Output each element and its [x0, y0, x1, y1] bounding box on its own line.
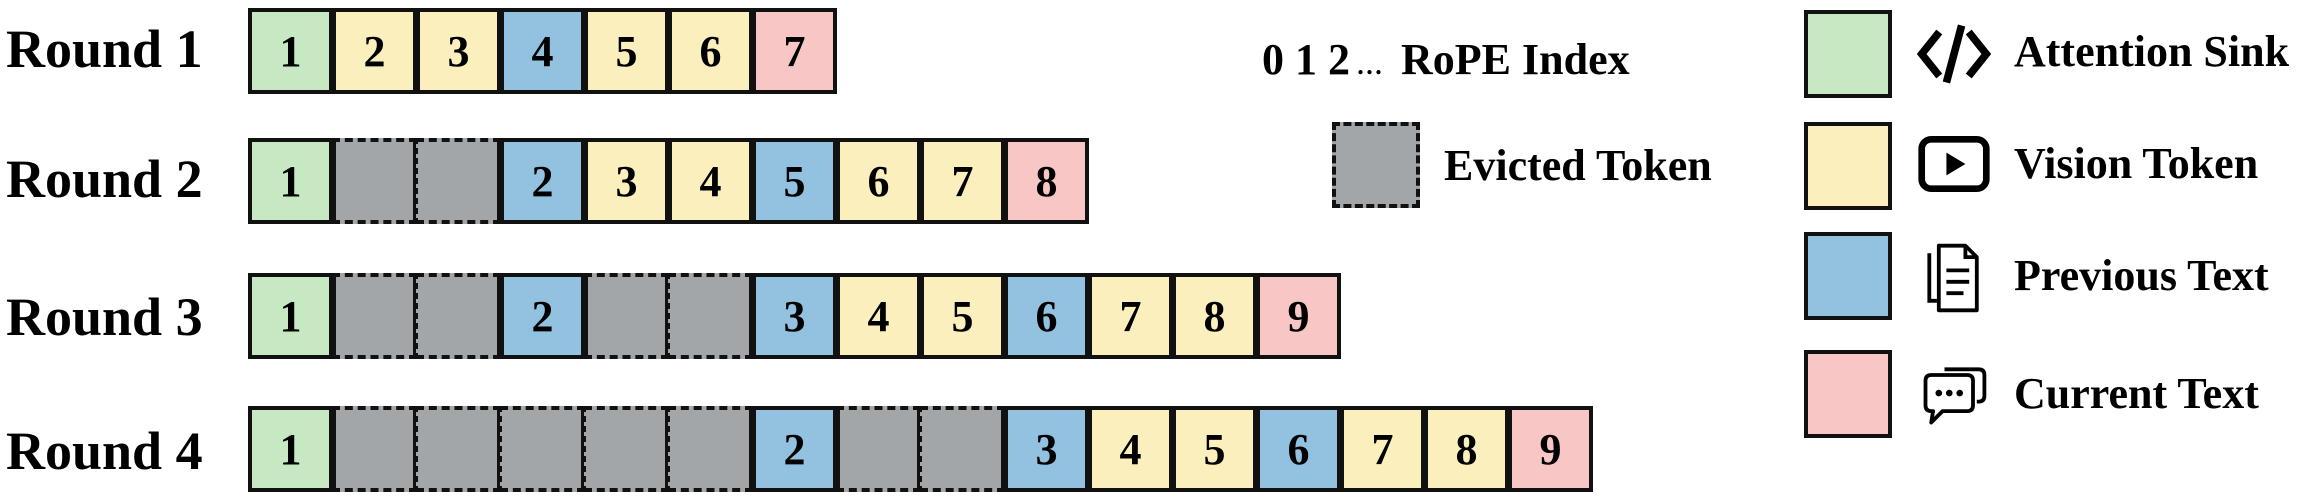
evicted-token — [500, 406, 585, 492]
evicted-token — [416, 273, 501, 359]
prev-token: 6 — [1256, 406, 1341, 492]
prev-token: 2 — [500, 273, 585, 359]
vision-token: 4 — [668, 138, 753, 224]
prev-token: 6 — [1004, 273, 1089, 359]
vision-token: 4 — [836, 273, 921, 359]
vision-token: 5 — [1172, 406, 1257, 492]
sink-token: 1 — [248, 406, 333, 492]
current-text-label: Current Text — [2014, 369, 2259, 418]
vision-token: 7 — [1088, 273, 1173, 359]
prev-token: 2 — [752, 406, 837, 492]
previous-text-label: Previous Text — [2014, 251, 2269, 300]
sink-token: 1 — [248, 8, 333, 94]
vision-token-swatch — [1804, 122, 1892, 210]
evicted-token — [920, 406, 1005, 492]
attention-sink-label: Attention Sink — [2014, 27, 2290, 76]
vision-token: 5 — [920, 273, 1005, 359]
vision-token: 4 — [1088, 406, 1173, 492]
rope-index-legend: 0 1 2... RoPE Index — [1262, 34, 1630, 85]
round-4-label: Round 4 — [6, 421, 203, 481]
vision-token: 8 — [1424, 406, 1509, 492]
evicted-token — [584, 406, 669, 492]
evicted-token — [668, 273, 753, 359]
evicted-token — [416, 138, 501, 224]
prev-token: 3 — [752, 273, 837, 359]
vision-token: 7 — [1340, 406, 1425, 492]
rope-index-digits: 0 1 2 — [1262, 35, 1350, 84]
round-2-label: Round 2 — [6, 149, 203, 209]
vision-token: 7 — [920, 138, 1005, 224]
current-token: 9 — [1256, 273, 1341, 359]
evicted-token — [668, 406, 753, 492]
vision-token-label: Vision Token — [2014, 139, 2259, 188]
rope-index-ellipsis: ... — [1356, 42, 1383, 82]
current-text-swatch — [1804, 350, 1892, 438]
rope-index-label: RoPE Index — [1401, 35, 1630, 84]
prev-token: 2 — [500, 138, 585, 224]
vision-token: 3 — [416, 8, 501, 94]
round-3-label: Round 3 — [6, 287, 203, 347]
vision-token: 6 — [668, 8, 753, 94]
attention-sink-swatch — [1804, 10, 1892, 98]
evicted-token — [332, 406, 417, 492]
evicted-token — [416, 406, 501, 492]
prev-token: 3 — [1004, 406, 1089, 492]
chat-icon — [1923, 367, 1987, 425]
current-token: 7 — [752, 8, 837, 94]
current-token: 8 — [1004, 138, 1089, 224]
play-icon — [1918, 135, 1990, 193]
vision-token: 2 — [332, 8, 417, 94]
prev-token: 4 — [500, 8, 585, 94]
documents-icon — [1927, 243, 1979, 313]
vision-token: 5 — [584, 8, 669, 94]
vision-token: 3 — [584, 138, 669, 224]
code-icon — [1916, 24, 1992, 84]
evicted-token-swatch — [1332, 122, 1420, 208]
vision-token: 8 — [1172, 273, 1257, 359]
evicted-token-label: Evicted Token — [1444, 141, 1712, 190]
evicted-token — [584, 273, 669, 359]
evicted-token — [836, 406, 921, 492]
sink-token: 1 — [248, 138, 333, 224]
current-token: 9 — [1508, 406, 1593, 492]
round-1-label: Round 1 — [6, 19, 203, 79]
sink-token: 1 — [248, 273, 333, 359]
vision-token: 6 — [836, 138, 921, 224]
evicted-token — [332, 138, 417, 224]
prev-token: 5 — [752, 138, 837, 224]
previous-text-swatch — [1804, 232, 1892, 320]
evicted-token — [332, 273, 417, 359]
